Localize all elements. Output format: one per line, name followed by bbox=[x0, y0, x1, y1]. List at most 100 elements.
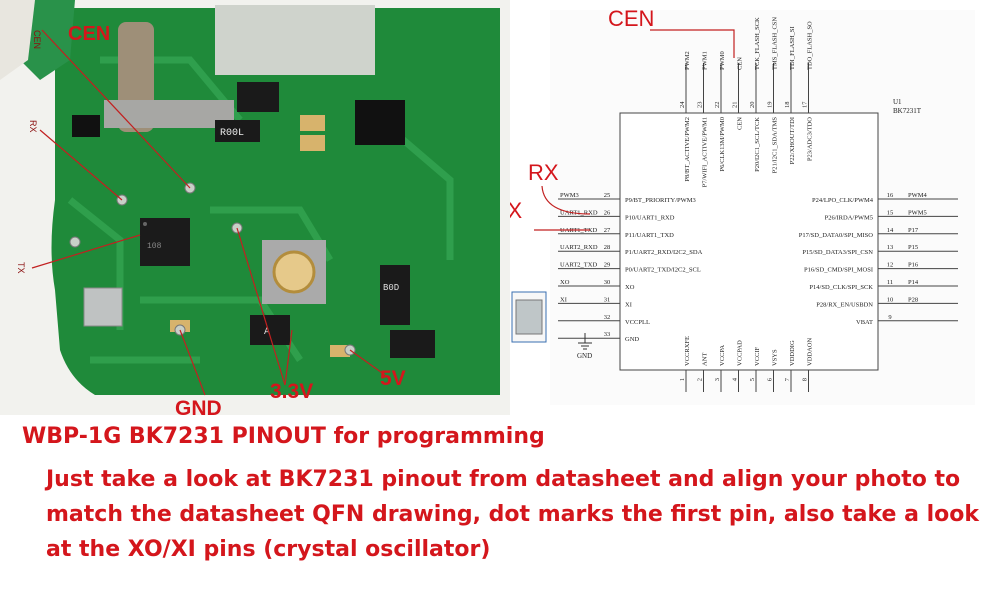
svg-text:108: 108 bbox=[147, 242, 162, 251]
side-label-rx: RX bbox=[28, 120, 38, 133]
left-pin-number: 33 bbox=[604, 331, 611, 338]
left-pin-name: P0/UART2_TXD/I2C2_SCL bbox=[625, 267, 701, 274]
bottom-pin-number: 1 bbox=[679, 378, 686, 381]
right-pin-name: P16/SD_CMD/SPI_MOSI bbox=[804, 267, 873, 274]
bottom-pin-name: VCCRXFE bbox=[684, 336, 691, 366]
svg-text:B0D: B0D bbox=[383, 283, 399, 293]
bottom-pin-name: VDDDIG bbox=[789, 340, 796, 366]
right-pin-number: 14 bbox=[887, 227, 894, 234]
photo-label-3v3: 3.3V bbox=[270, 380, 313, 403]
top-pin-number: 23 bbox=[697, 102, 704, 109]
callout-rx: RX bbox=[528, 160, 559, 185]
pcb-photo: R00L 108 B0D A CEN GND 3.3V 5V CEN RX TX bbox=[0, 0, 510, 415]
top-pins: 24PWM2P8/BT_ACTIVE/PWM223PWM1P7/WIFI_ACT… bbox=[679, 17, 814, 188]
left-pin-name: XI bbox=[625, 301, 632, 308]
bottom-pin-number: 7 bbox=[784, 377, 791, 381]
left-pin-net: UART2_RXD bbox=[560, 244, 598, 251]
left-pin-name: GND bbox=[625, 336, 639, 343]
left-pin-number: 32 bbox=[604, 314, 611, 321]
right-pin-net: P28 bbox=[908, 296, 918, 303]
photo-label-gnd: GND bbox=[175, 397, 222, 415]
left-pin-number: 25 bbox=[604, 192, 611, 199]
top-pin-net: PWM2 bbox=[684, 51, 691, 70]
top-pin-net: TCK_FLASH_SCK bbox=[754, 17, 761, 70]
bottom-pin-number: 2 bbox=[697, 378, 704, 381]
bottom-pin-name: ANT bbox=[702, 353, 709, 366]
connector-housing bbox=[215, 5, 375, 75]
right-pin-name: P14/SD_CLK/SPI_SCK bbox=[809, 284, 873, 291]
left-pin-number: 30 bbox=[604, 279, 611, 286]
right-pin-net: PWM5 bbox=[908, 209, 927, 216]
top-pin-net: TDO_FLASH_SO bbox=[807, 21, 814, 70]
top-pin-number: 19 bbox=[767, 102, 774, 109]
ground-label: GND bbox=[577, 352, 592, 360]
top-pin-name: P6/CLK13M/PWM0 bbox=[719, 117, 726, 172]
left-pin-number: 31 bbox=[604, 296, 611, 303]
caption-title: WBP-1G BK7231 PINOUT for programming bbox=[22, 424, 545, 449]
top-pin-net: PWM0 bbox=[719, 51, 726, 70]
pin1-dot bbox=[143, 222, 147, 226]
bottom-pins: 1VCCRXFE2ANT3VCCPA4VCCPAD5VCCIF6VSYS7VDD… bbox=[679, 336, 814, 392]
right-pin-name: P26/IRDA/PWM5 bbox=[825, 214, 873, 221]
callout-cen: CEN bbox=[608, 6, 654, 31]
left-pin-number: 27 bbox=[604, 227, 611, 234]
chip-ref: U1 bbox=[893, 98, 902, 106]
bottom-pin-number: 5 bbox=[749, 378, 756, 381]
right-pin-number: 12 bbox=[887, 262, 894, 269]
left-pin-number: 29 bbox=[604, 262, 611, 269]
right-pin-name: VBAT bbox=[856, 319, 873, 326]
callout-lines bbox=[534, 29, 735, 231]
top-pin-number: 21 bbox=[732, 102, 739, 109]
top-pin-name: CEN bbox=[737, 117, 744, 130]
top-pin-number: 20 bbox=[749, 102, 756, 109]
bottom-pin-number: 3 bbox=[714, 378, 721, 381]
chip-part: BK7231T bbox=[893, 107, 922, 115]
right-pin-number: 10 bbox=[887, 296, 894, 303]
right-pin-name: P15/SD_DATA3/SPI_CSN bbox=[802, 249, 873, 256]
photo-label-cen: CEN bbox=[68, 23, 110, 45]
top-pin-net: PWM1 bbox=[702, 51, 709, 70]
left-pin-name: P9/BT_PRIORITY/PWM3 bbox=[625, 197, 696, 204]
right-pin-name: P28/RX_EN/USBDN bbox=[816, 301, 873, 308]
top-pin-net: CEN bbox=[737, 57, 744, 70]
left-pin-name: XO bbox=[625, 284, 635, 291]
right-pin-net: P16 bbox=[908, 262, 919, 269]
bottom-pin-number: 4 bbox=[732, 377, 739, 381]
bottom-pin-name: VCCPA bbox=[719, 345, 726, 366]
bottom-pin-number: 6 bbox=[767, 377, 774, 381]
top-pin-number: 22 bbox=[714, 102, 721, 109]
top-pin-name: P23/ADC3/TDO bbox=[807, 117, 814, 161]
left-pin-name: VCCPLL bbox=[625, 319, 650, 326]
svg-text:A: A bbox=[264, 327, 270, 338]
left-pin-net: XO bbox=[560, 279, 570, 286]
right-pin-net: P14 bbox=[908, 279, 919, 286]
right-pin-net: P15 bbox=[908, 244, 918, 251]
crystal bbox=[83, 287, 123, 327]
left-pin-net: PWM3 bbox=[560, 192, 579, 199]
relay-code: R00L bbox=[220, 128, 244, 139]
regulator bbox=[237, 82, 279, 112]
left-pin-net: XI bbox=[560, 296, 567, 303]
left-pin-name: P1/UART2_RXD/I2C2_SDA bbox=[625, 249, 703, 256]
bk7231-chip bbox=[140, 218, 190, 266]
left-pin-number: 26 bbox=[604, 209, 611, 216]
top-pin-number: 17 bbox=[802, 101, 809, 108]
right-pin-number: 13 bbox=[887, 244, 894, 251]
bottom-pin-name: VDDAON bbox=[807, 338, 814, 366]
left-pin-net: UART2_TXD bbox=[560, 262, 597, 269]
left-pin-name: P11/UART1_TXD bbox=[625, 232, 674, 239]
right-pin-number: 9 bbox=[888, 314, 891, 321]
left-pin-number: 28 bbox=[604, 244, 611, 251]
callout-tx: TX bbox=[510, 198, 522, 223]
bottom-pin-name: VCCIF bbox=[754, 346, 761, 366]
right-pin-number: 16 bbox=[887, 192, 894, 199]
top-pin-net: TDI_FLASH_SI bbox=[789, 26, 796, 70]
right-pin-name: P24/LPO_CLK/PWM4 bbox=[812, 197, 874, 204]
guide-lines bbox=[31, 29, 386, 396]
top-pin-name: P8/BT_ACTIVE/PWM2 bbox=[684, 117, 691, 182]
right-pin-number: 15 bbox=[887, 209, 894, 216]
bottom-pin-name: VSYS bbox=[772, 349, 779, 366]
side-label-tx: TX bbox=[16, 262, 26, 274]
